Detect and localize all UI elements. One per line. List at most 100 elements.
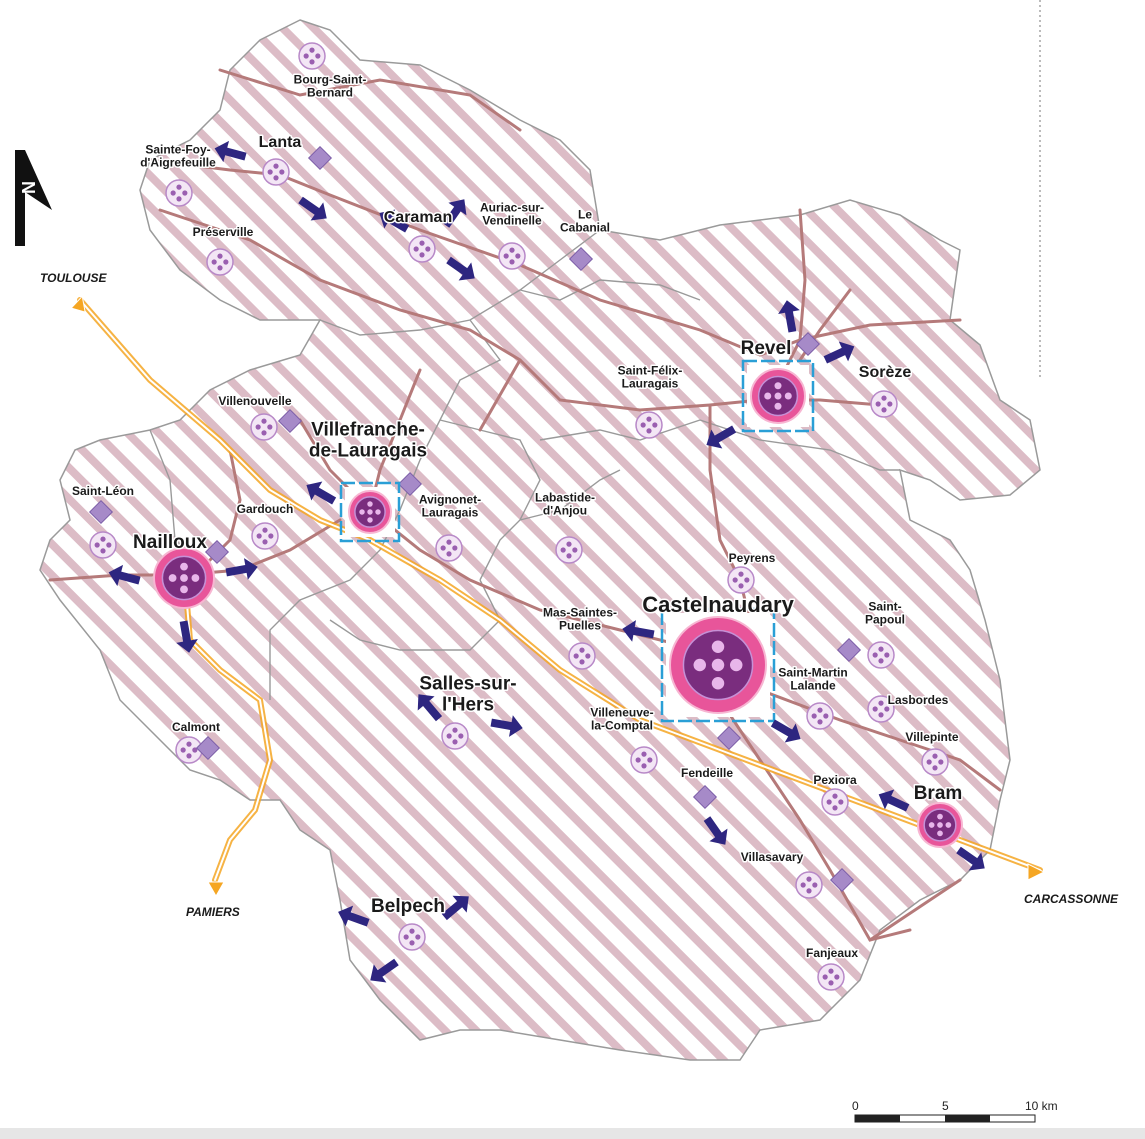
label-salles-sur-lhers: Salles-sur-l'Hers (419, 674, 516, 716)
lanta-service-icon (262, 158, 290, 186)
preserville-dot-3 (211, 259, 217, 265)
belpech-ne-arrow-icon (441, 895, 469, 921)
pexiora-dot-1 (838, 799, 844, 805)
lanta-w-arrow-icon (214, 140, 247, 163)
peyrens-dot-1 (744, 577, 750, 583)
castelnaudary-se-arrow-icon (770, 719, 801, 743)
castelnaudary-frame (660, 607, 776, 723)
villenouvelle-diamond-icon (277, 408, 303, 434)
belpech-dot-1 (415, 934, 421, 940)
territory (39, 0, 1041, 1061)
belpech-service-icon (398, 923, 426, 951)
label-castelnaudary: Castelnaudary (642, 592, 794, 617)
label-saint-felix: Saint-Félix-Lauragais (618, 364, 683, 391)
villeneuve-service-icon (630, 746, 658, 774)
label-labastide: Labastide-d'Anjou (535, 491, 595, 518)
sainte-foy-dot-1 (182, 190, 188, 196)
toulouse-arrowhead (70, 295, 86, 313)
pexiora-dot-3 (826, 799, 832, 805)
preserville-service-icon (206, 248, 234, 276)
nailloux-w-arrow-icon (108, 564, 141, 587)
bram-pole-dot-2 (945, 822, 952, 828)
villenouvelle-dot-2 (261, 430, 267, 436)
caraman-service-icon (408, 235, 436, 263)
villasavary-diamond-icon (829, 867, 855, 893)
label-sainte-foy: Sainte-Foy-d'Aigrefeuille (140, 143, 216, 170)
lanta-dot-1 (279, 169, 285, 175)
label-bram: Bram (914, 783, 963, 804)
saint-leon-dot-1 (106, 542, 112, 548)
lasbordes-service-icon (867, 695, 895, 723)
fendeille-se-arrow-icon (703, 816, 728, 845)
belpech-dot-2 (409, 940, 415, 946)
label-revel: Revel (741, 338, 792, 359)
calmont-dot-1 (192, 747, 198, 753)
lanta-se-arrow-icon (298, 196, 327, 221)
pexiora-dot-2 (832, 805, 838, 811)
saint-martin-dot-0 (817, 707, 823, 713)
caraman-dot-2 (419, 252, 425, 258)
labastide-dot-3 (560, 547, 566, 553)
label-nailloux: Nailloux (133, 532, 207, 553)
saint-leon-dot-0 (100, 536, 106, 542)
villeneuve-dot-1 (647, 757, 653, 763)
lasbordes-dot-1 (884, 706, 890, 712)
scale-5: 5 (942, 1099, 949, 1113)
auriac-dot-3 (503, 253, 509, 259)
bram-pole-dot-3 (937, 830, 943, 837)
soreze-dot-0 (881, 395, 887, 401)
villepinte-dot-3 (926, 759, 932, 765)
fanjeaux-service-icon (817, 963, 845, 991)
lanta-dot-2 (273, 175, 279, 181)
peyrens-dot-2 (738, 583, 744, 589)
villasavary-dot-0 (806, 876, 812, 882)
label-villenouvelle: Villenouvelle (218, 394, 291, 408)
label-villefranche: Villefranche-de-Lauragais (309, 420, 427, 462)
label-belpech: Belpech (371, 896, 445, 917)
motorways (77, 297, 1043, 883)
label-soreze: Sorèze (859, 364, 912, 381)
fanjeaux-dot-1 (834, 974, 840, 980)
lasbordes-dot-3 (872, 706, 878, 712)
castelnaudary-pole-dot-3 (711, 677, 725, 690)
label-villasavary: Villasavary (741, 850, 804, 864)
fanjeaux-dot-0 (828, 968, 834, 974)
calmont-dot-3 (180, 747, 186, 753)
label-fendeille: Fendeille (681, 766, 733, 780)
saint-martin-service-icon (806, 702, 834, 730)
caraman-se-arrow-icon (446, 256, 475, 281)
villasavary-service-icon (795, 871, 823, 899)
preserville-dot-2 (217, 265, 223, 271)
saint-martin-dot-1 (823, 713, 829, 719)
bottom-strip (0, 1128, 1145, 1139)
villefranche-pole-dot-4 (359, 509, 365, 515)
nailloux-pole-dot-4 (168, 574, 177, 582)
avignonet-dot-0 (446, 539, 452, 545)
territory-fill (39, 19, 1041, 1061)
auriac-dot-1 (515, 253, 521, 259)
sainte-foy-dot-2 (176, 196, 182, 202)
label-villeneuve-la-comptal: Villeneuve-la-Comptal (590, 706, 653, 733)
label-lanta: Lanta (259, 134, 302, 151)
label-bourg-saint-bernard: Bourg-Saint-Bernard (294, 73, 367, 100)
mas-saintes-dot-1 (585, 653, 591, 659)
sainte-foy-dot-0 (176, 184, 182, 190)
caraman-dot-1 (425, 246, 431, 252)
nailloux-pole-dot-3 (180, 585, 188, 594)
saint-leon-service-icon (89, 531, 117, 559)
label-auriac: Auriac-sur-Vendinelle (480, 201, 544, 228)
castelnaudary-pole-dot-1 (711, 640, 725, 653)
lanta-dot-3 (267, 169, 273, 175)
sainte-foy-service-icon (165, 179, 193, 207)
salles-e-arrow-icon (490, 715, 523, 737)
villasavary-dot-1 (812, 882, 818, 888)
salles-dot-2 (452, 739, 458, 745)
saint-martin-dot-3 (811, 713, 817, 719)
direction-pamiers: PAMIERS (186, 905, 240, 919)
bram-pole-dot-4 (928, 822, 935, 828)
villepinte-dot-2 (932, 765, 938, 771)
saint-leon-dot-2 (100, 548, 106, 554)
villenouvelle-dot-1 (267, 424, 273, 430)
direction-labels: TOULOUSE PAMIERS CARCASSONNE (40, 271, 1119, 919)
le-cabanial-diamond-icon (568, 246, 594, 272)
